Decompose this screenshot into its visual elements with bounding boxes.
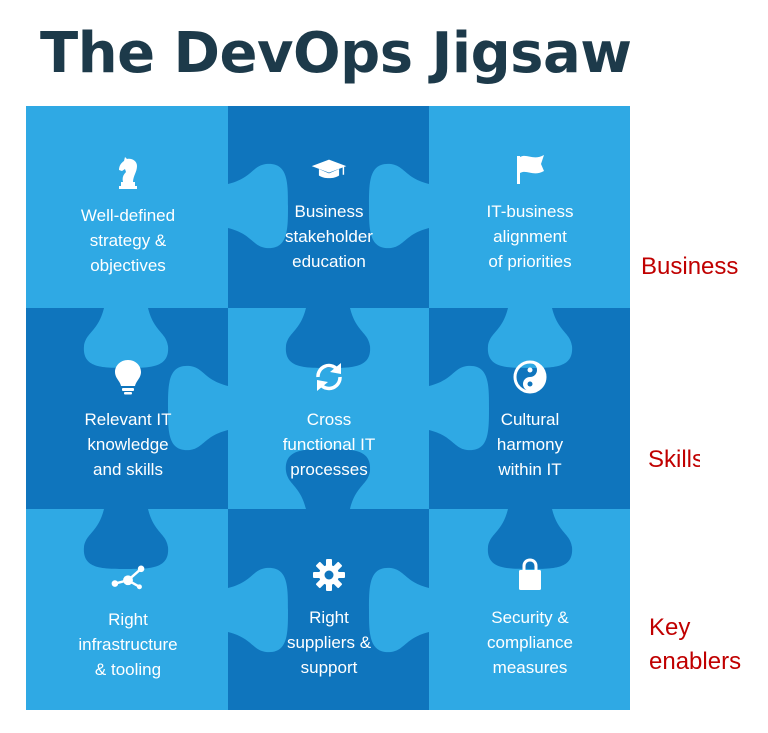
flag-icon (512, 151, 548, 187)
yin-yang-icon (512, 359, 548, 395)
tile-label: Business stakeholder education (285, 201, 373, 271)
tab-3-6 (487, 308, 573, 368)
tab-7-8 (228, 567, 288, 653)
graduation-cap-icon (311, 151, 347, 187)
tab-2-5 (285, 308, 371, 368)
tile-label: IT-business alignment of priorities (486, 201, 574, 271)
tile-knowledge: Relevant IT knowledge and skills (28, 320, 228, 520)
tile-cultural-harmony: Cultural harmony within IT (430, 320, 630, 520)
tile-label: Cultural harmony within IT (496, 409, 564, 479)
gear-icon (311, 557, 347, 593)
tile-processes: Cross functional IT processes (229, 320, 429, 520)
tile-label: Security & compliance measures (487, 607, 573, 677)
tab-5-4 (168, 365, 228, 451)
tab-1-2 (228, 163, 288, 249)
tab-1-4 (83, 308, 169, 368)
tab-8-5 (285, 449, 371, 509)
tile-label: Right infrastructure & tooling (78, 609, 178, 679)
lock-icon (512, 557, 548, 593)
tile-label: Cross functional IT processes (282, 409, 376, 479)
tile-security: Security & compliance measures (430, 518, 630, 718)
network-icon (110, 559, 146, 595)
side-label-business: Business (641, 253, 739, 280)
tile-suppliers: Right suppliers & support (229, 518, 429, 718)
piece-bg-3 (429, 106, 630, 308)
tab-3-2 (369, 163, 429, 249)
lightbulb-icon (110, 359, 146, 395)
side-label-key-enablers: Key enablers (649, 614, 742, 675)
tile-label: Right suppliers & support (286, 607, 372, 677)
chess-knight-icon (110, 155, 146, 191)
tab-6-9 (487, 509, 573, 569)
tile-label: Relevant IT knowledge and skills (84, 409, 172, 479)
tile-stakeholder-education: Business stakeholder education (229, 112, 429, 312)
piece-bg-1 (26, 106, 228, 308)
tab-4-7 (83, 509, 169, 569)
tile-alignment: IT-business alignment of priorities (430, 112, 630, 312)
tile-strategy: Well-defined strategy & objectives (28, 116, 228, 316)
tab-9-8 (369, 567, 429, 653)
tile-infrastructure: Right infrastructure & tooling (28, 520, 228, 720)
jigsaw-puzzle: Well-defined strategy & objectives Busin… (26, 106, 630, 710)
puzzle-background (26, 106, 630, 710)
refresh-icon (311, 359, 347, 395)
tile-label: Well-defined strategy & objectives (80, 205, 176, 275)
tab-5-6 (429, 365, 489, 451)
side-label-skills: Skills (648, 446, 700, 473)
diagram-title: The DevOps Jigsaw (40, 21, 632, 86)
